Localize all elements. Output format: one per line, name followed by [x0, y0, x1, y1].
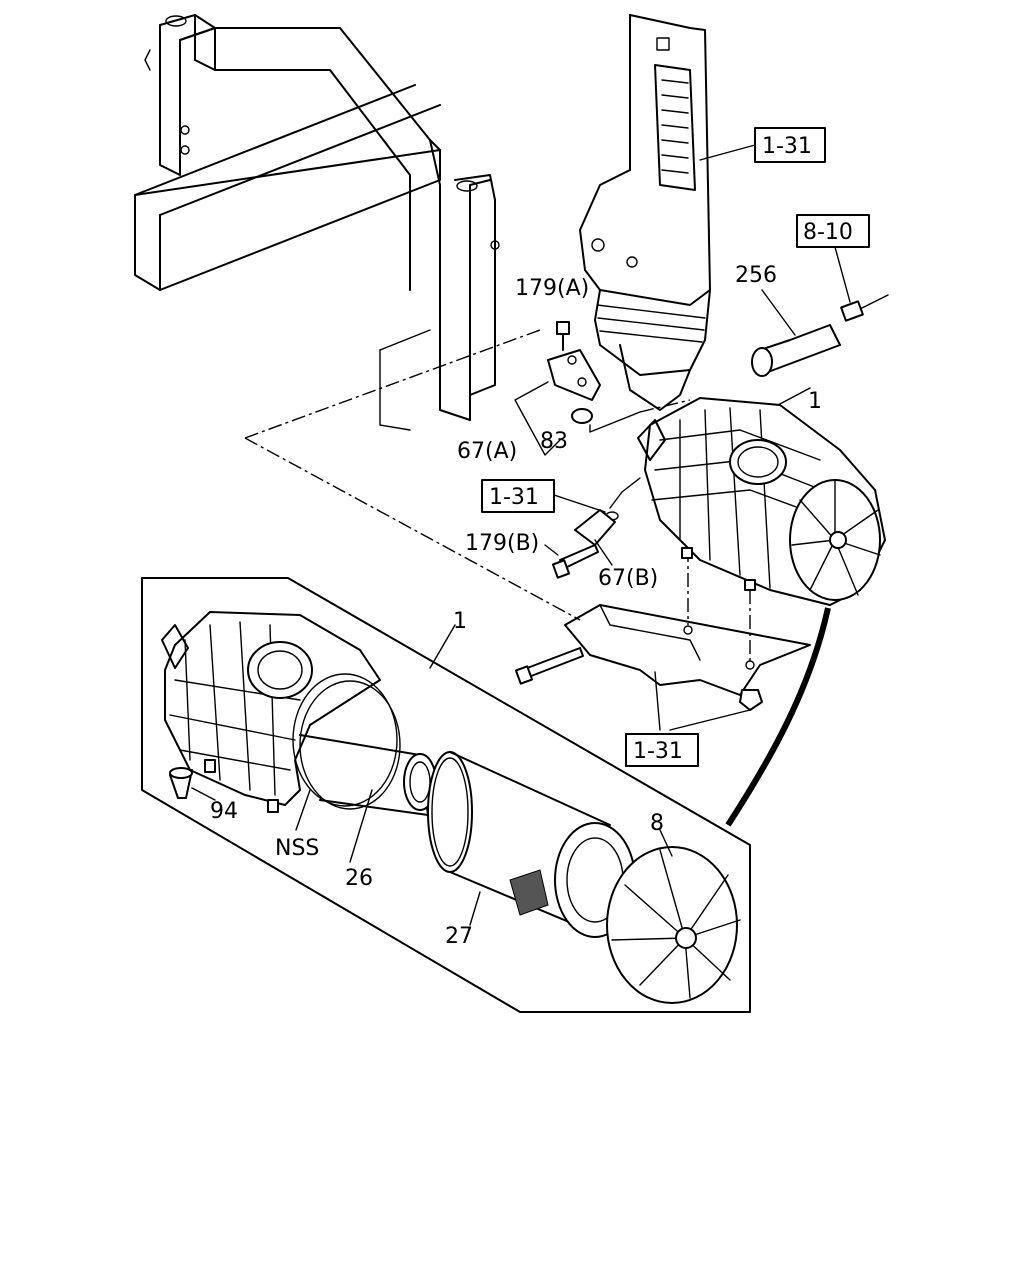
part-label-83: 83: [540, 429, 568, 454]
part-label-67b: 67(B): [598, 566, 658, 591]
part-label-1-upper: 1: [808, 389, 822, 414]
bracket-67b-assembly: 179(B) 67(B): [465, 477, 658, 591]
part-label-1-lower: 1: [453, 609, 467, 634]
air-cleaner-housing-lower: [161, 611, 401, 813]
ref-label-1-31-top: 1-31: [762, 134, 812, 159]
part-label-179b: 179(B): [465, 531, 539, 556]
outer-filter-element-27: 27: [427, 751, 636, 949]
part-label-67a: 67(A): [457, 439, 517, 464]
nss-leader: [295, 789, 311, 831]
dust-valve-94: 94: [169, 767, 238, 824]
ref-label-1-31-bottom: 1-31: [633, 739, 683, 764]
reference-box-1-31-mid[interactable]: 1-31: [481, 479, 606, 513]
inner-filter-element-26: 26: [299, 734, 437, 891]
part-label-8: 8: [650, 811, 664, 836]
ref-label-8-10: 8-10: [803, 220, 853, 245]
leader-curve: [725, 607, 831, 827]
exploded-inset-frame: [141, 577, 751, 1013]
part-1-lower-leader: [429, 624, 456, 669]
part-label-nss: NSS: [275, 836, 319, 861]
part-label-27: 27: [445, 924, 473, 949]
restriction-sensor: 256: [735, 263, 889, 377]
air-cleaner-upper: 1: [637, 387, 886, 606]
mounting-bracket: 1-31: [514, 604, 811, 767]
intake-duct: [579, 14, 711, 411]
frame-bracket: [134, 14, 500, 431]
ref-label-1-31-mid: 1-31: [489, 485, 539, 510]
part-label-256: 256: [735, 263, 777, 288]
bracket-67a-assembly: 179(A) 67(A) 83: [457, 276, 641, 464]
reference-box-1-31-top[interactable]: 1-31: [699, 127, 826, 163]
part-label-179a: 179(A): [515, 276, 589, 301]
part-label-26: 26: [345, 866, 373, 891]
reference-box-8-10[interactable]: 8-10: [796, 214, 870, 303]
assembly-center-lines: [244, 329, 751, 665]
end-cover-8: 8: [606, 811, 741, 1004]
part-label-94: 94: [210, 799, 238, 824]
